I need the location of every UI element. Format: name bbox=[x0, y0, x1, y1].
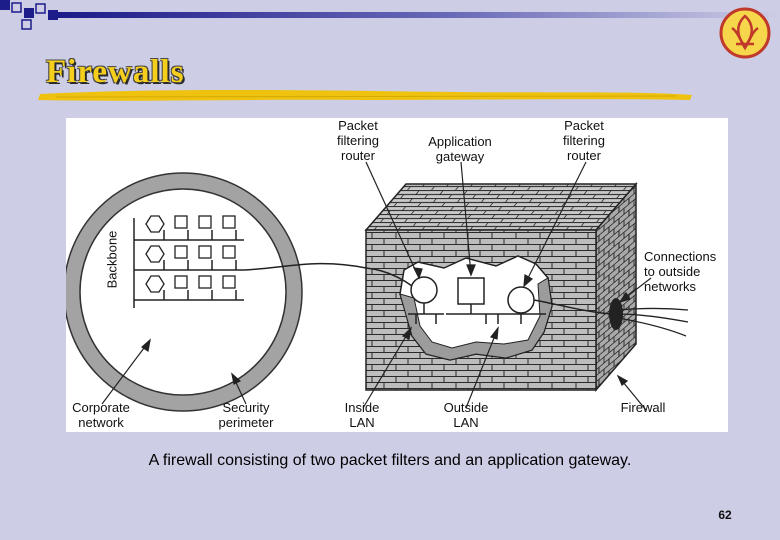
backbone-hosts bbox=[145, 215, 236, 293]
label-firewall: Firewall bbox=[620, 400, 666, 415]
university-logo bbox=[719, 7, 771, 59]
figure-caption: A firewall consisting of two packet filt… bbox=[148, 452, 632, 469]
label-outside-lan: Outside LAN bbox=[443, 400, 489, 430]
label-corporate-network: Corporate network bbox=[72, 400, 130, 430]
label-inside-lan: Inside LAN bbox=[344, 400, 380, 430]
label-packet-filtering-router-right: Packet filtering router bbox=[563, 118, 605, 163]
label-connections-outside: Connections to outside networks bbox=[644, 249, 717, 294]
firewall-devices bbox=[365, 267, 612, 324]
slide-title: Firewalls bbox=[46, 54, 185, 90]
diagram-drawing bbox=[66, 161, 689, 412]
firewall-diagram: Packet filtering router Application gate… bbox=[66, 118, 728, 432]
label-packet-filtering-router-left: Packet filtering router bbox=[337, 118, 379, 163]
brick-firewall bbox=[364, 181, 689, 393]
corporate-network-ring bbox=[66, 172, 303, 412]
label-application-gateway: Application gateway bbox=[428, 134, 492, 164]
page-number: 62 bbox=[718, 508, 732, 522]
title-underline bbox=[38, 90, 692, 101]
label-security-perimeter: Security perimeter bbox=[218, 400, 274, 430]
backbone-network bbox=[133, 218, 367, 308]
leader-lines bbox=[101, 161, 652, 411]
top-decoration-bar bbox=[0, 0, 780, 30]
